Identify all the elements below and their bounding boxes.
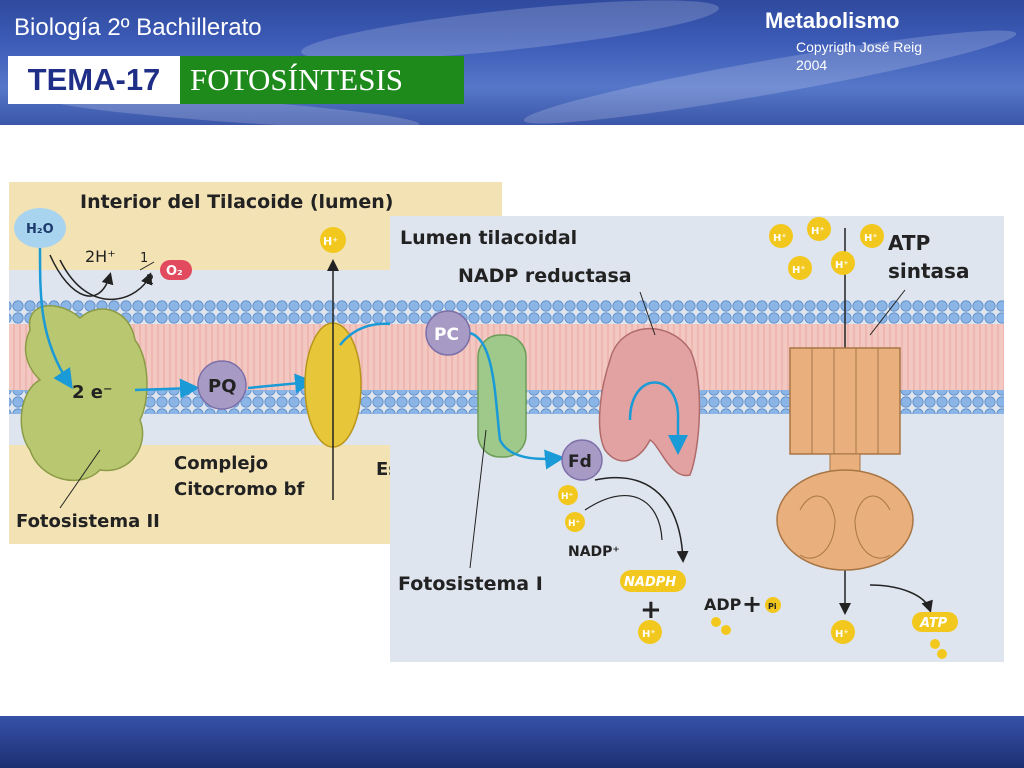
proton-icon (831, 251, 855, 275)
proton-icon (788, 256, 812, 280)
proton-label: H⁺ (642, 629, 656, 640)
right-panel: Lumen tilacoidal NADP reductasa ATP sint… (390, 216, 1004, 662)
slide-header: Biología 2º Bachillerato TEMA-17 FOTOSÍN… (0, 0, 1024, 125)
copyright: Copyrigth José Reig 2004 (796, 38, 966, 74)
proton-label: H⁺ (835, 629, 849, 640)
proton-icon (558, 485, 578, 505)
atp-synthase-fo (789, 347, 901, 455)
f1-lobe (799, 495, 836, 559)
phosphate-dot (711, 617, 721, 627)
nadp-plus-label: NADP⁺ (568, 544, 620, 560)
atp-synthase-f1 (776, 469, 914, 571)
pc-label: PC (434, 325, 459, 345)
atp-badge (912, 612, 958, 632)
phosphate-icon (765, 597, 781, 613)
copyright-year: 2004 (796, 57, 828, 73)
electrons-label: 2 e⁻ (72, 382, 113, 403)
proton-label: H⁺ (561, 492, 574, 502)
proton-cyt (320, 227, 346, 253)
copyright-line: Copyrigth José Reig (796, 39, 923, 55)
pc-to-fd-arrow (469, 331, 565, 470)
oxygen-label: O₂ (166, 264, 183, 279)
phosphate-dot (937, 649, 947, 659)
proton-icon (831, 620, 855, 644)
ferredoxin (561, 439, 603, 481)
adp-label: ADP (704, 595, 742, 614)
proton-cyt-label: H⁺ (323, 235, 338, 248)
subject-title: Metabolismo (765, 8, 900, 33)
proton-label: H⁺ (773, 233, 787, 244)
f1-lobe (854, 495, 891, 559)
left-panel-title: Interior del Tilacoide (lumen) (80, 191, 393, 213)
nadph-formation-arrow-inner (584, 494, 663, 541)
atp-label: ATP (919, 616, 948, 631)
tema-title: FOTOSÍNTESIS (180, 56, 464, 104)
proton-cluster: H⁺ H⁺ H⁺ H⁺ H⁺ (769, 217, 884, 280)
cyt-complex-line2: Citocromo bf (174, 479, 305, 500)
proton-label: H⁺ (568, 519, 581, 529)
proton-label: H⁺ (811, 226, 825, 237)
proton-icon (565, 512, 585, 532)
nadph-label: NADPH (624, 575, 676, 590)
photosystem-i-label: Fotosistema I (398, 573, 543, 595)
nadph-formation-arrow (594, 476, 689, 563)
course-title: Biología 2º Bachillerato (14, 14, 262, 41)
plus-sign: + (640, 595, 662, 625)
reductase-electron-arrow (628, 381, 688, 455)
reductase-leader-line (639, 291, 656, 336)
ps2-to-pq-arrow (134, 378, 200, 399)
phosphate-dot (721, 625, 731, 635)
pi-label: Pi (768, 602, 777, 611)
pq-to-cyt-arrow (247, 373, 315, 394)
atp-synthase-leader-line (869, 289, 906, 336)
nadp-reductase-label: NADP reductasa (458, 265, 632, 287)
atp-synthase-line2: sintasa (888, 259, 969, 283)
plus-sign-adp: + (742, 590, 762, 618)
pq-label: PQ (208, 376, 237, 397)
oxygen-release-arrow (59, 259, 153, 301)
proton-icon (807, 217, 831, 241)
ps2-leader-line (59, 449, 101, 509)
cyt-complex-line1: Complejo (174, 453, 268, 474)
proton-label: H⁺ (864, 233, 878, 244)
fd-label: Fd (568, 452, 592, 472)
plastoquinone (197, 360, 247, 410)
proton-release-arrow (49, 254, 114, 297)
right-panel-title: Lumen tilacoidal (400, 227, 577, 249)
membrane-top-heads (390, 300, 1004, 324)
half-numerator: 1 (140, 251, 148, 266)
slide-footer (0, 716, 1024, 768)
atp-formation-arrow (869, 584, 933, 613)
nadph-badge (620, 570, 686, 592)
proton-icon (638, 620, 662, 644)
proton-label: H⁺ (792, 265, 806, 276)
tema-label: TEMA-17 (8, 56, 180, 104)
water-label: H₂O (26, 222, 54, 237)
atp-synthase-line1: ATP (888, 231, 930, 255)
oxygen-badge (160, 260, 192, 280)
photosystem-ii-label: Fotosistema II (16, 511, 160, 532)
water-molecule (14, 208, 66, 248)
proton-icon (860, 224, 884, 248)
protons-label: 2H⁺ (85, 247, 116, 266)
fraction-bar (139, 261, 155, 271)
proton-icon (769, 224, 793, 248)
proton-label: H⁺ (835, 260, 849, 271)
water-electron-arrow (38, 247, 73, 390)
ps1-leader-line (469, 429, 487, 569)
phosphate-dot (930, 639, 940, 649)
